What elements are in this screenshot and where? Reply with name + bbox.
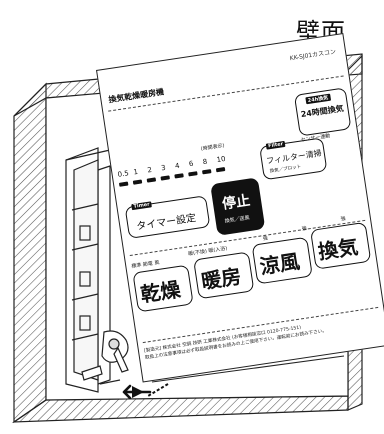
ventilation-button[interactable]: 換気 [310, 221, 372, 270]
vent-24h-button[interactable]: 24h換気 24時間換気 [293, 87, 352, 137]
wall-frame-left [13, 82, 47, 424]
heat-label: 暖房 [199, 263, 243, 294]
timer-led [160, 175, 170, 181]
vent-24h-label: 24時間換気 [300, 103, 345, 120]
timer-tick: 6 [188, 159, 194, 169]
timer-tick: 0.5 [117, 169, 130, 179]
heat-button[interactable]: 暖房 [193, 251, 255, 300]
timer-led [132, 179, 143, 185]
panel-hinge-edge [151, 355, 345, 383]
timer-led [146, 177, 157, 183]
mode-caption: 強 [262, 235, 269, 243]
mode-caption: 強 [301, 225, 308, 233]
cool-breeze-label: 涼風 [258, 249, 302, 279]
timer-led [202, 169, 212, 175]
dry-label: 乾燥 [138, 277, 183, 307]
timer-tick: 3 [160, 163, 167, 173]
timer-tick: 8 [202, 157, 208, 167]
pull-arrow [122, 383, 169, 400]
vent-24h-tag: 24h換気 [305, 93, 331, 105]
timer-tick: 4 [174, 161, 181, 171]
housing-box [65, 147, 129, 393]
timer-led [188, 171, 198, 177]
stop-label: 停止 [221, 192, 252, 213]
ventilation-label: 換気 [316, 234, 360, 265]
remote-control-panel: KK-SJ01カスコン 換気乾燥暖房機 (時間表示) 0.5 1 2 3 4 6… [96, 33, 384, 383]
timer-led [174, 173, 184, 179]
stop-sublabel: 換気／送風 [224, 214, 251, 225]
timer-set-label: タイマー設定 [135, 212, 197, 233]
stop-button[interactable]: 停止 換気／送風 [210, 177, 266, 236]
timer-tick: 10 [216, 154, 227, 165]
dry-button[interactable]: 乾燥 [132, 264, 194, 313]
mode-caption: 強 [340, 215, 347, 223]
timer-tick: 2 [146, 165, 153, 175]
timer-led [118, 181, 129, 187]
timer-tick: 1 [132, 167, 139, 177]
filter-tag: Filter [265, 140, 286, 150]
cool-breeze-button[interactable]: 涼風 [251, 236, 313, 285]
timer-led [215, 167, 226, 173]
